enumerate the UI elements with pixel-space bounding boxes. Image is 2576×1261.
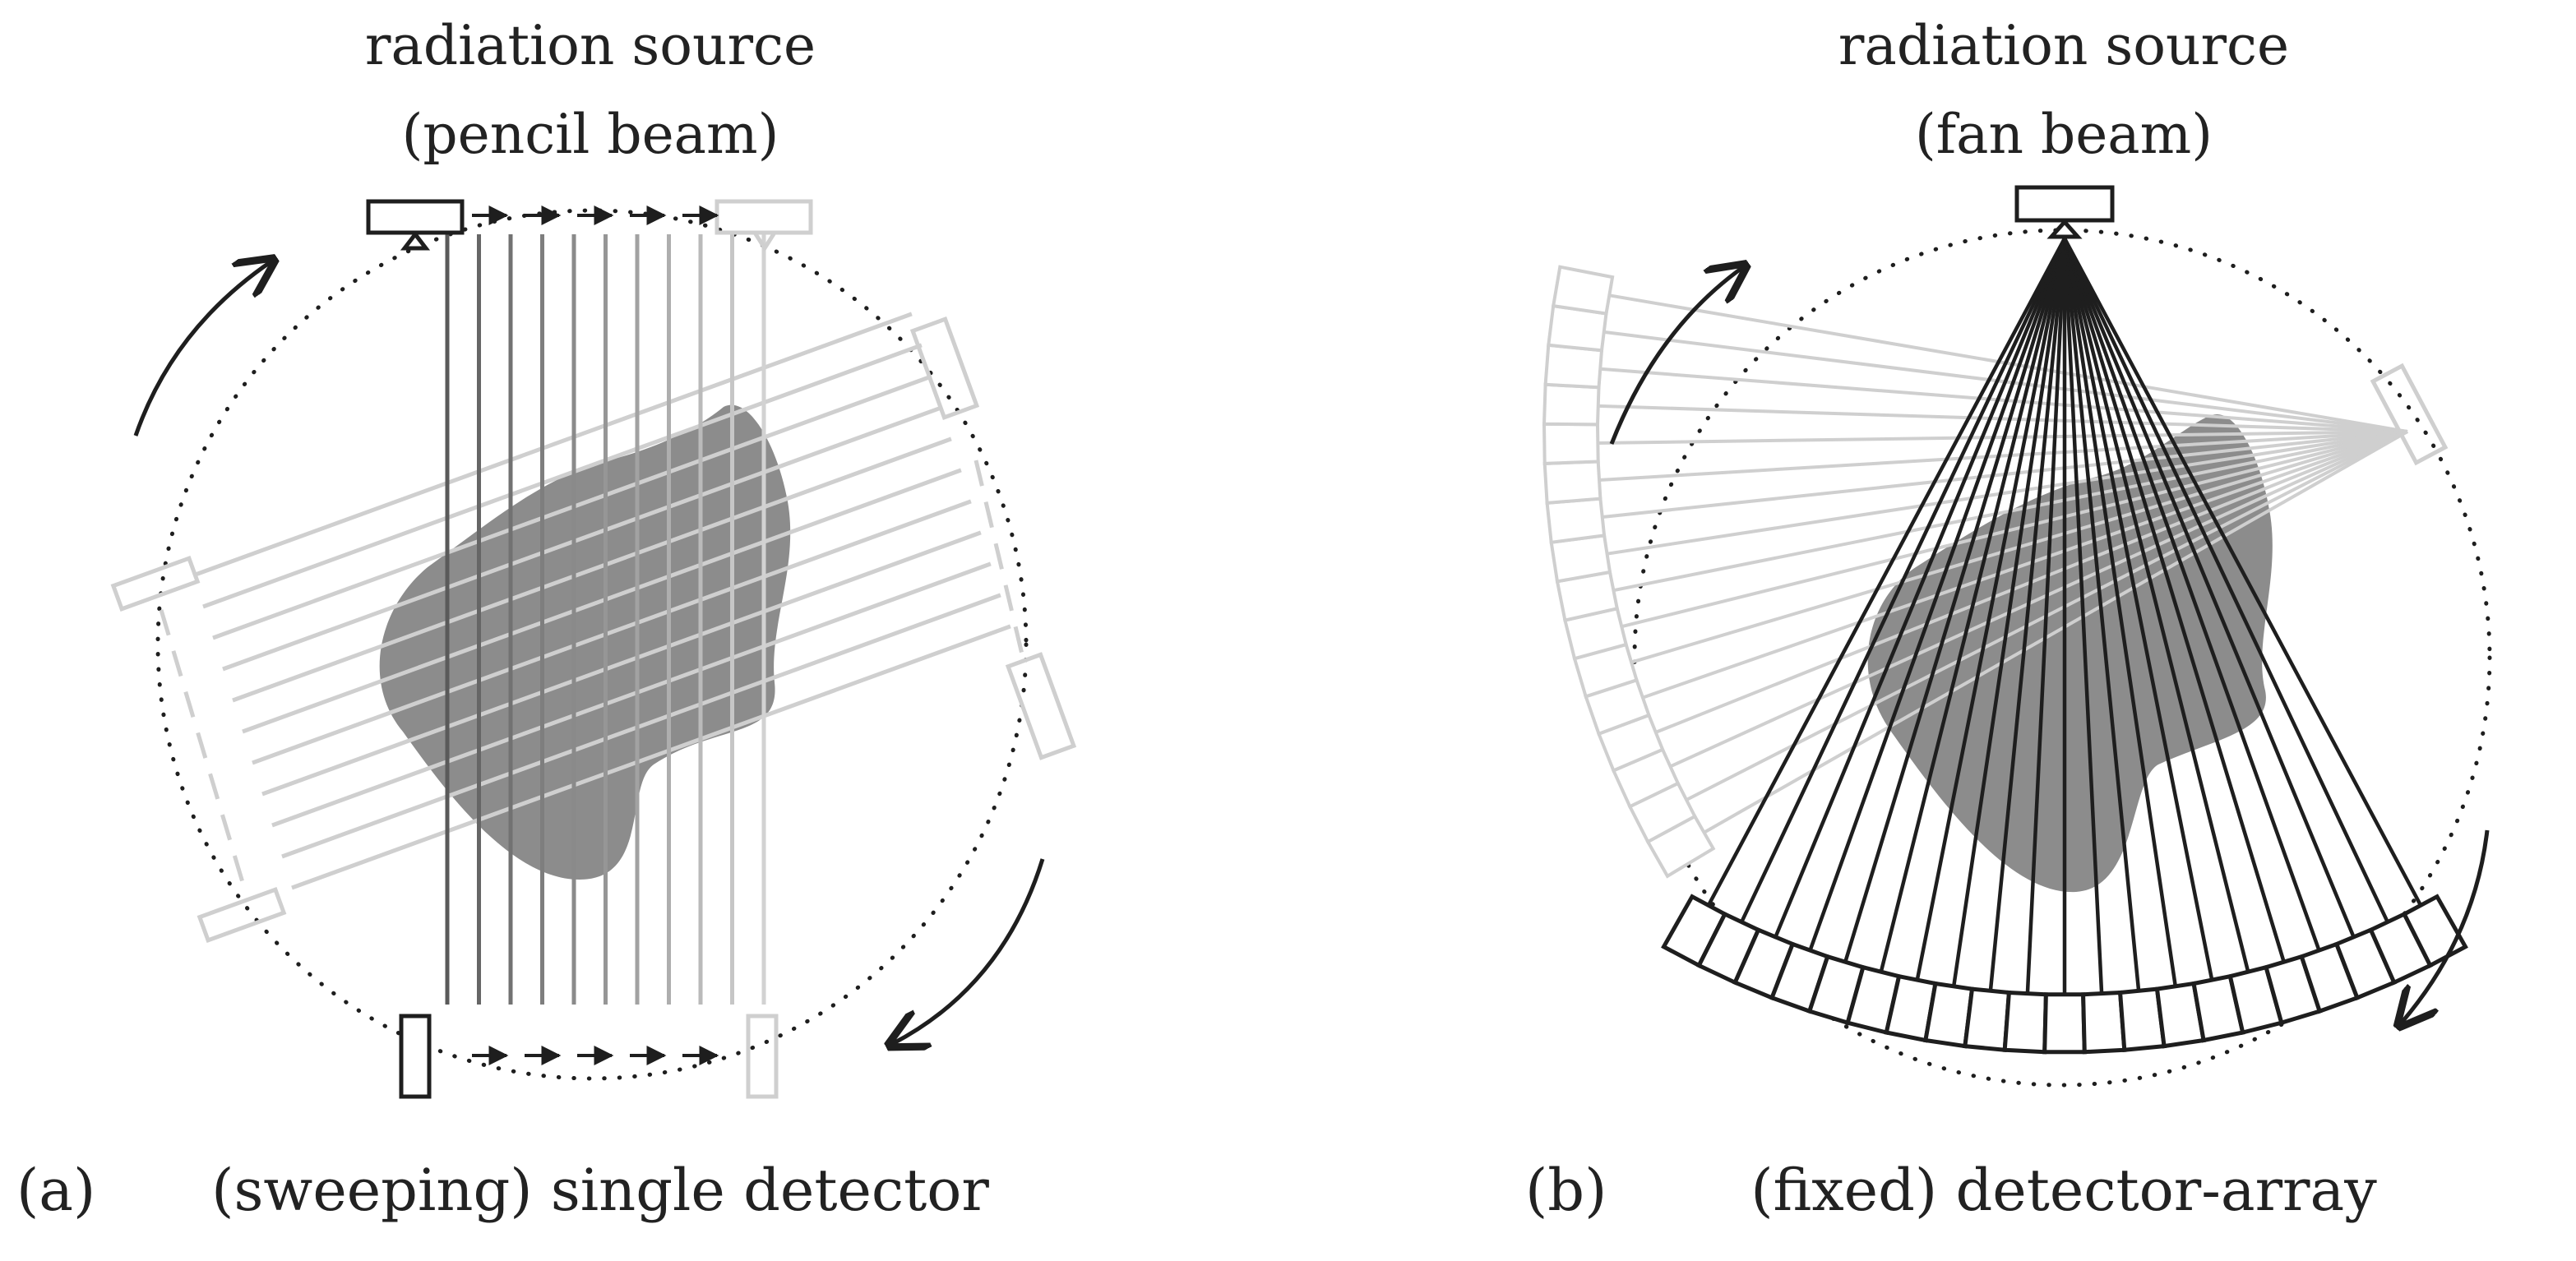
fan-ray: [2062, 238, 2389, 923]
panel-b-ghost-array: [1542, 265, 1716, 879]
ghost-source-right: [2370, 363, 2449, 466]
tilted-beam: [291, 624, 1011, 890]
ghost-detector-bottom: [746, 1014, 779, 1099]
ghost-fan-ray: [1703, 430, 2408, 834]
fan-ray: [1951, 238, 2067, 987]
panel-b-fan-beam: [1706, 237, 2423, 995]
ghost-fan-ray: [1598, 404, 2408, 433]
radiation-source-icon: [366, 199, 465, 251]
ghost-detector-cell: [1551, 265, 1615, 316]
panel-a-detector-label: (sweeping) single detector: [211, 1157, 989, 1224]
ghost-detector-left-bottom: [197, 886, 287, 944]
tilted-beam: [232, 436, 952, 703]
fan-ray: [1808, 238, 2067, 951]
panel-a: radiation source (pencil beam): [16, 14, 1077, 1224]
detector-cell: [2081, 990, 2127, 1055]
ghost-fan-ray: [1600, 367, 2408, 433]
tilted-beam: [271, 561, 992, 828]
fan-ray: [1774, 238, 2067, 938]
ghost-fan-ray: [1621, 430, 2408, 629]
tilted-beam: [281, 593, 1001, 859]
ghost-source-top: [715, 199, 813, 235]
panel-a-vertical-beams: [445, 234, 766, 1005]
fan-ray: [2062, 238, 2141, 991]
rotation-arrow-icon: [133, 261, 271, 436]
panel-b-ghost-fan: [1598, 293, 2408, 834]
fan-ray: [2025, 238, 2067, 994]
detector-cell: [1963, 986, 2012, 1053]
ghost-detector-cell: [1542, 382, 1601, 427]
panel-a-ghost-devices: [110, 199, 1077, 1099]
detector-cell: [2042, 992, 2087, 1055]
panel-b-scan-circle: [1632, 228, 2492, 1088]
panel-a-source-title: radiation source: [365, 14, 816, 77]
panel-a-letter: (a): [16, 1157, 95, 1224]
radiation-source-icon: [2014, 185, 2115, 239]
fan-ray: [2062, 238, 2104, 994]
panel-b-source-title: radiation source: [1838, 14, 2289, 77]
ghost-detector-cell: [1542, 460, 1602, 506]
fan-ray: [1915, 238, 2067, 981]
ghost-fan-ray: [1669, 430, 2408, 769]
ghost-fan-ray: [1642, 430, 2408, 700]
panel-b-detector-label: (fixed) detector-array: [1750, 1157, 2377, 1224]
fan-ray: [1988, 238, 2067, 991]
tilted-beam: [261, 530, 982, 797]
fan-ray: [2062, 238, 2286, 963]
fan-ray: [2063, 237, 2423, 907]
rotation-arrow-icon: [1609, 267, 1743, 445]
ghost-source-right: [909, 316, 980, 421]
fan-ray: [2062, 238, 2250, 972]
tilted-beam: [242, 468, 962, 734]
panel-a-source-subtitle: (pencil beam): [402, 103, 779, 166]
fan-ray: [1843, 238, 2067, 963]
panel-b-source-subtitle: (fan beam): [1915, 103, 2213, 166]
rotation-arrow-icon: [2401, 829, 2490, 1023]
panel-b: radiation source (fan beam) (b) (fixed) …: [1525, 14, 2492, 1224]
detector-array-icon: [1661, 894, 2468, 1055]
panel-a-translation-arrows: [472, 206, 719, 1065]
ghost-detector-cell: [1545, 497, 1607, 545]
rotation-arrow-icon: [892, 858, 1045, 1044]
ghost-detector-cell: [1542, 422, 1600, 465]
ghost-fan-ray: [1608, 293, 2408, 433]
panel-b-letter: (b): [1525, 1157, 1607, 1224]
fan-ray: [1706, 237, 2066, 907]
tilted-beam: [252, 499, 972, 765]
tilted-beam: [222, 405, 942, 672]
ghost-detector-left-top: [110, 555, 201, 612]
detector-cell: [2002, 990, 2048, 1055]
fan-ray: [1879, 238, 2067, 972]
panel-a-tilted-beams: [192, 312, 1011, 890]
fan-ray: [2062, 238, 2214, 981]
ghost-fan-ray: [1598, 430, 2408, 482]
fan-ray: [2062, 238, 2178, 987]
panel-a-scan-circle: [155, 208, 1029, 1081]
fan-ray: [1740, 238, 2067, 923]
fan-ray: [2062, 238, 2321, 951]
ghost-detector-right: [1005, 652, 1077, 760]
ghost-fan-ray: [1607, 430, 2408, 556]
tilted-beam: [192, 312, 913, 578]
detector-icon: [399, 1014, 432, 1099]
fan-ray: [2062, 238, 2356, 938]
tilted-beam: [202, 343, 923, 609]
ghost-detector-cell: [1543, 343, 1604, 390]
